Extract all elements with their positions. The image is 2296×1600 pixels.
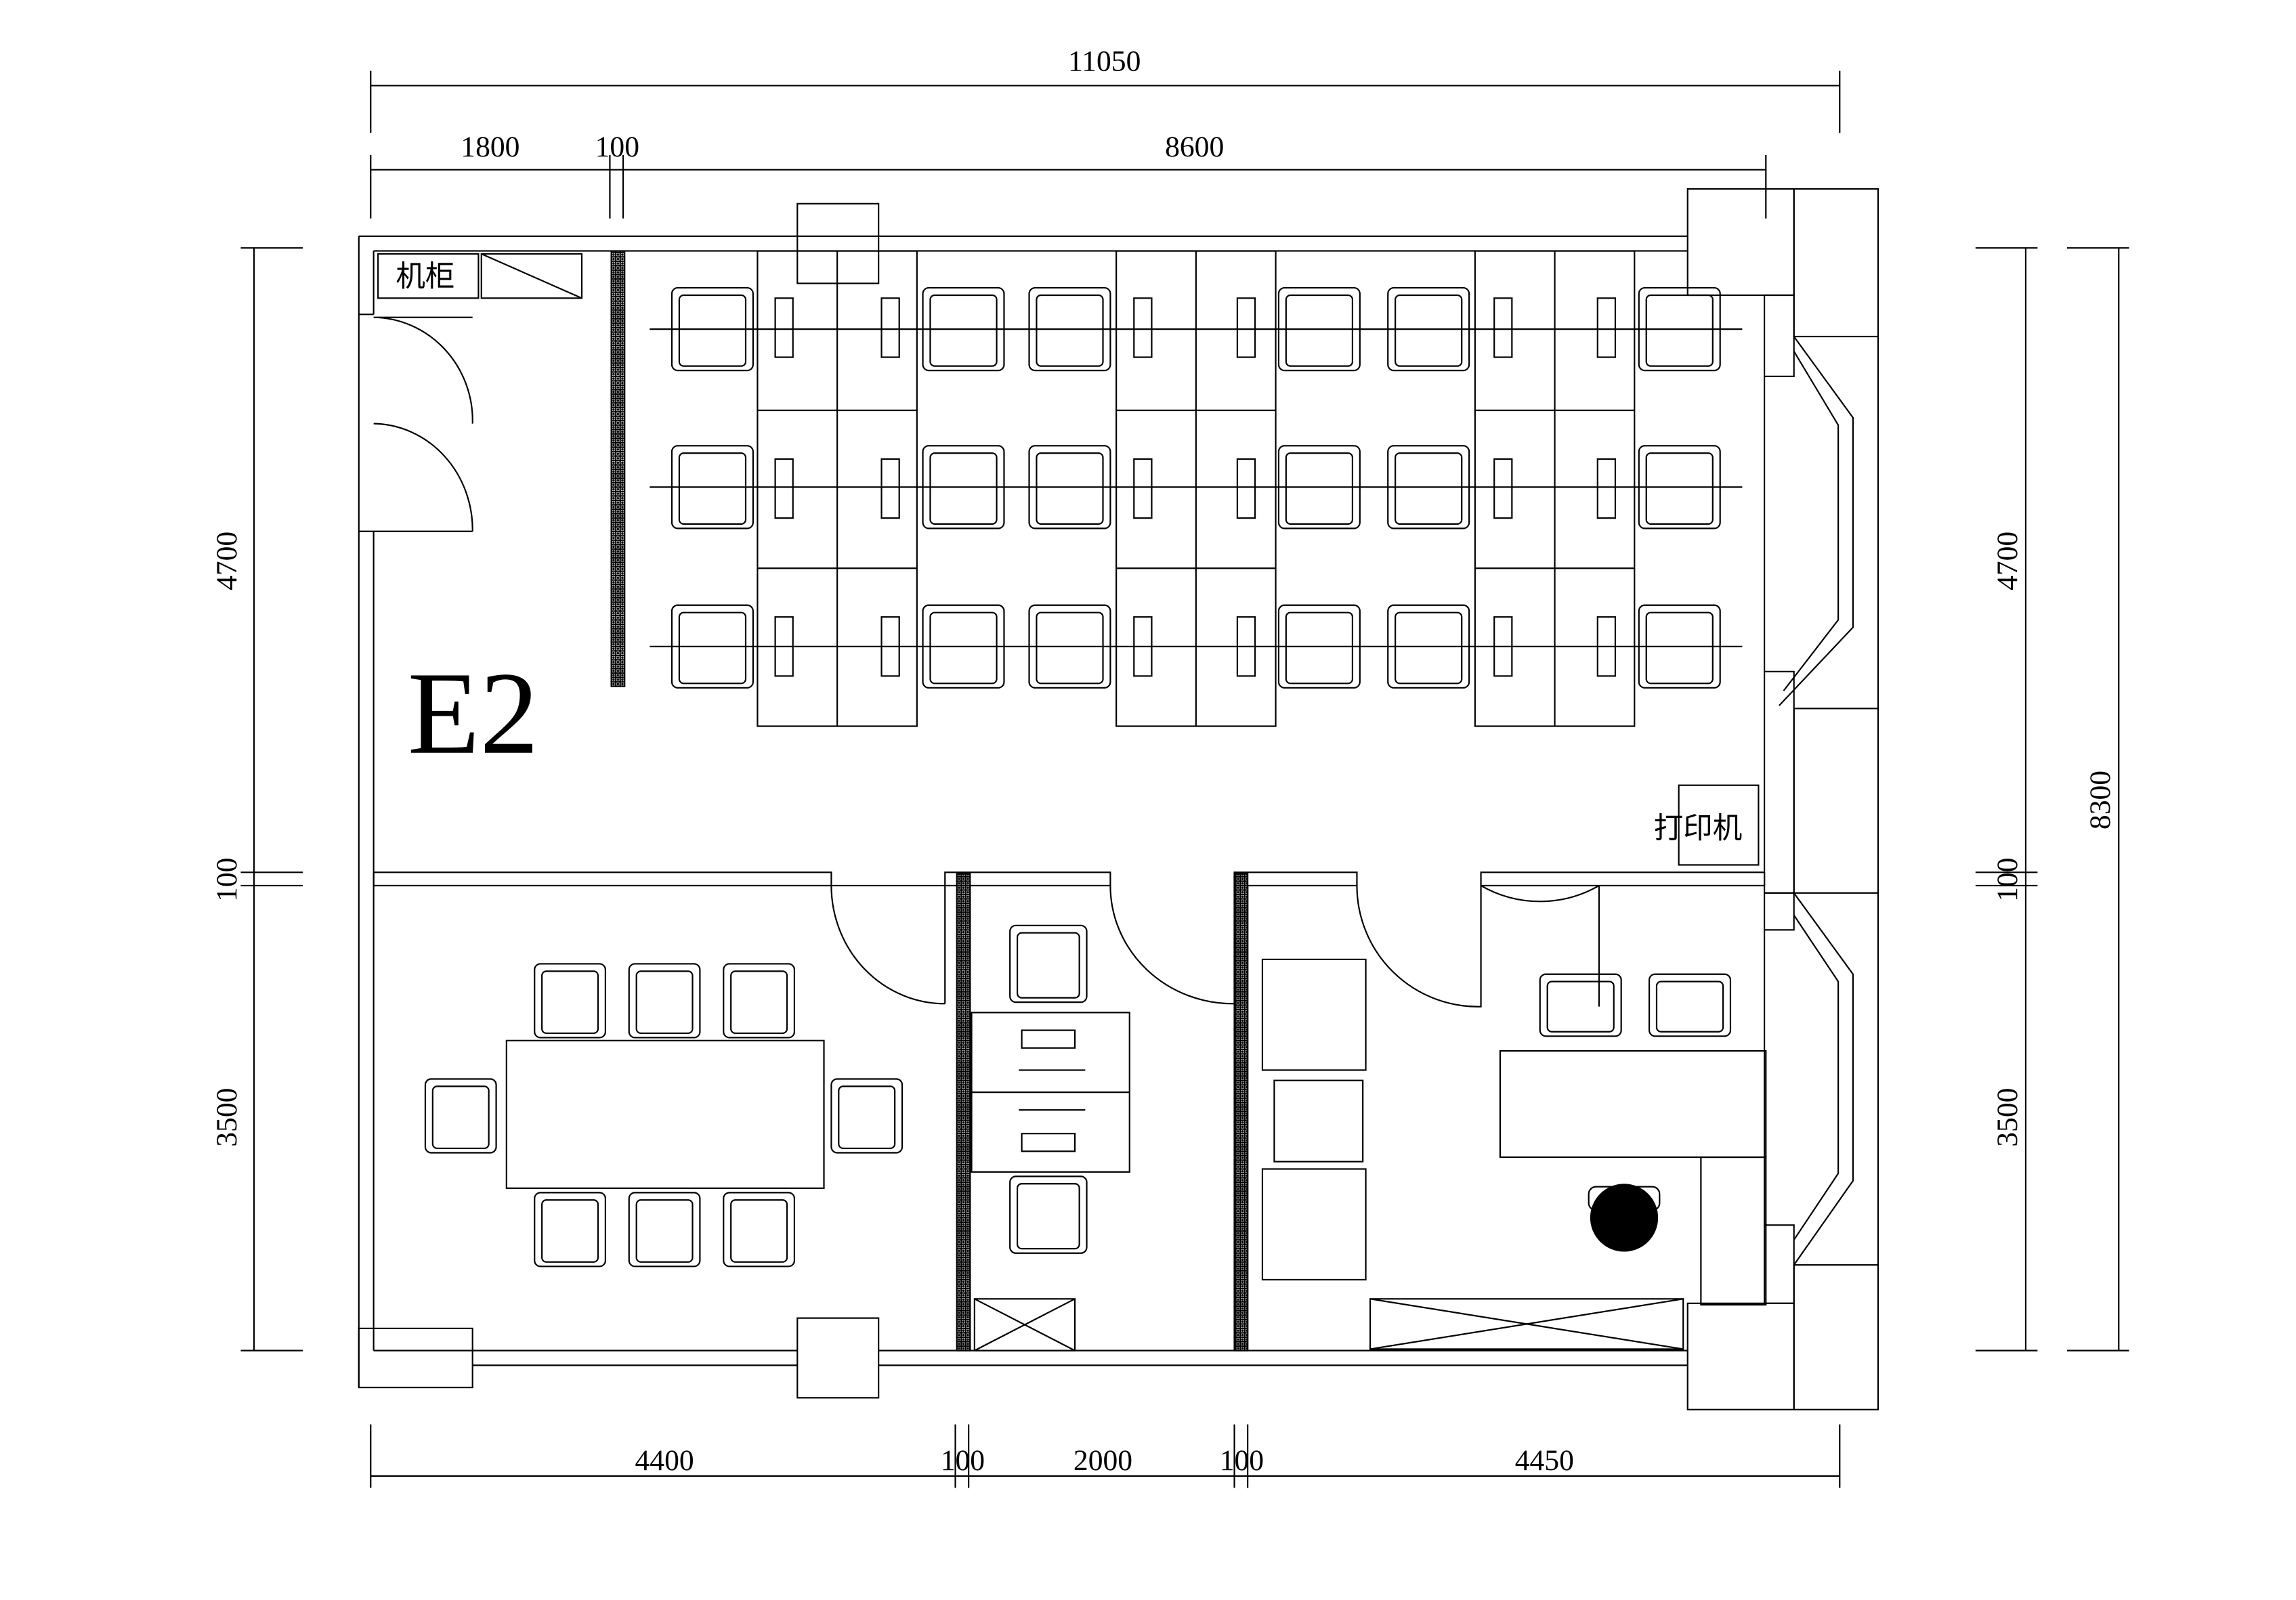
monitor-icon	[1133, 297, 1153, 358]
chair-seat	[678, 452, 747, 525]
cabinet-cross	[974, 1298, 1076, 1352]
dim-top-wall: 100	[595, 131, 639, 163]
chair-icon	[1539, 973, 1622, 1037]
chair-seat	[635, 970, 694, 1035]
chair-seat	[541, 1199, 599, 1263]
dim-bottom-wall1: 100	[941, 1444, 985, 1477]
dim-left-upper: 4700	[211, 532, 243, 590]
chair-icon	[628, 963, 701, 1039]
chair-icon	[1009, 1175, 1088, 1254]
chair-seat	[1655, 980, 1724, 1033]
sofa	[1261, 1168, 1367, 1281]
monitor-icon	[774, 297, 794, 358]
chair-seat	[730, 1199, 788, 1263]
monitor-icon	[1021, 1133, 1076, 1152]
walls	[358, 188, 1879, 1410]
monitor-icon	[1236, 458, 1256, 519]
chair-back	[1588, 1186, 1661, 1211]
cabinet: 机柜	[377, 253, 583, 299]
dim-top-total: 11050	[1068, 45, 1141, 78]
dim-bottom-mid: 2000	[1073, 1444, 1132, 1477]
chair-seat	[678, 611, 747, 685]
dimension-lines	[240, 70, 2129, 1488]
manager-desk	[1499, 1050, 1767, 1159]
chair-seat	[929, 452, 998, 525]
dim-left-lower: 3500	[211, 1088, 243, 1147]
chair-seat	[730, 970, 788, 1035]
chair-icon	[534, 1192, 606, 1268]
chair-seat	[1395, 611, 1463, 685]
chair-seat	[1036, 294, 1104, 367]
chair-seat	[541, 970, 599, 1035]
dim-right-wall: 100	[1991, 858, 2024, 902]
dimension-labels: 11050 1800 100 8600 4400 100 2000 100 44…	[211, 45, 2117, 1477]
chair-seat	[1016, 1183, 1080, 1250]
cabinet-label: 机柜	[396, 260, 454, 294]
credenza-cross	[1369, 1298, 1684, 1350]
dim-top-right: 8600	[1165, 131, 1224, 163]
chair-seat	[1395, 452, 1463, 525]
dim-top-left: 1800	[461, 131, 519, 163]
chair-seat	[678, 294, 747, 367]
chair-seat	[1285, 294, 1354, 367]
file-cabinet	[973, 1298, 1076, 1352]
dim-right-lower: 3500	[1991, 1088, 2024, 1147]
printer: 打印机	[1654, 784, 1760, 866]
chair-icon	[534, 963, 606, 1039]
chair-seat	[1645, 611, 1714, 685]
monitor-icon	[880, 297, 900, 358]
chair-seat	[1395, 294, 1463, 367]
chair-seat	[1036, 611, 1104, 685]
meeting-table	[505, 1039, 825, 1189]
monitor-icon	[1493, 297, 1513, 358]
printer-label: 打印机	[1654, 812, 1743, 846]
dim-bottom-right: 4450	[1515, 1444, 1574, 1477]
sofa	[1261, 958, 1367, 1071]
monitor-icon	[1236, 297, 1256, 358]
dim-bottom-left: 4400	[635, 1444, 694, 1477]
monitor-icon	[774, 458, 794, 519]
monitor-icon	[1133, 458, 1153, 519]
furniture	[424, 250, 1767, 1352]
chair-seat	[1016, 932, 1080, 999]
monitor-icon	[1493, 458, 1513, 519]
chair-icon	[830, 1078, 903, 1154]
chair-icon	[723, 1192, 796, 1268]
chair-icon	[1648, 973, 1732, 1037]
monitor-icon	[1596, 297, 1617, 358]
monitor-icon	[880, 458, 900, 519]
chair-seat	[1546, 980, 1615, 1033]
chair-icon	[1009, 924, 1088, 1003]
chair-seat	[929, 294, 998, 367]
chair-seat	[838, 1085, 896, 1150]
monitor-icon	[1021, 1029, 1076, 1049]
monitor-icon	[1596, 458, 1617, 519]
chair-icon	[723, 963, 796, 1039]
chair-icon	[628, 1192, 701, 1268]
doors	[373, 316, 1600, 1008]
chair-icon	[424, 1078, 497, 1154]
dim-left-wall: 100	[211, 858, 243, 902]
chair-seat	[1285, 611, 1354, 685]
chair-seat	[1645, 294, 1714, 367]
executive-chair-icon	[1590, 1184, 1659, 1252]
chair-seat	[1285, 452, 1354, 525]
coffee-table	[1273, 1079, 1364, 1163]
chair-seat	[1645, 452, 1714, 525]
chair-seat	[431, 1085, 490, 1150]
dim-right-upper: 4700	[1991, 532, 2024, 590]
chair-seat	[1036, 452, 1104, 525]
dim-bottom-wall2: 100	[1220, 1444, 1264, 1477]
desk-return	[1700, 1156, 1767, 1306]
room-label: E2	[408, 648, 539, 779]
dim-right-total: 8300	[2084, 771, 2117, 829]
chair-seat	[635, 1199, 694, 1263]
chair-seat	[929, 611, 998, 685]
credenza	[1369, 1298, 1684, 1350]
